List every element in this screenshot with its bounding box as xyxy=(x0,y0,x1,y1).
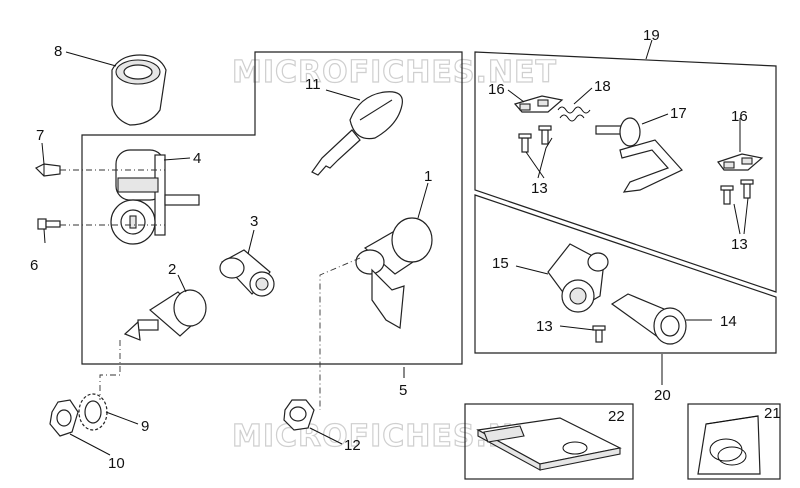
part-16-clip-right xyxy=(717,153,764,171)
callout-17: 17 xyxy=(670,105,687,122)
callout-15: 15 xyxy=(492,255,509,272)
part-15-helmet-lock xyxy=(547,243,609,313)
callout-21: 21 xyxy=(764,405,781,422)
part-7-screw xyxy=(34,163,61,177)
part-1-seat-lock xyxy=(355,217,433,329)
callout-5: 5 xyxy=(399,382,407,399)
part-6-screw xyxy=(37,218,61,230)
callouts: 8 7 4 6 11 3 2 1 5 9 10 12 19 16 18 17 1… xyxy=(30,27,781,472)
callout-13-upper-right: 13 xyxy=(731,236,748,253)
part-13-screws-upper-left xyxy=(518,125,552,153)
part-4-lock-body xyxy=(110,149,200,245)
leader-lines xyxy=(41,39,749,456)
saddle-latch-frame xyxy=(474,51,777,293)
manual-frame xyxy=(464,403,634,480)
helmet-lock-frame xyxy=(474,194,777,354)
part-18-spring xyxy=(557,106,591,122)
part-2-cylinder xyxy=(123,289,207,341)
lock-kit-frame xyxy=(81,51,463,365)
callout-2: 2 xyxy=(168,261,176,278)
part-22-manual xyxy=(476,417,622,471)
part-11-key xyxy=(311,91,403,176)
callout-12: 12 xyxy=(344,437,361,454)
callout-7: 7 xyxy=(36,127,44,144)
callout-1: 1 xyxy=(424,168,432,185)
callout-14: 14 xyxy=(720,313,737,330)
callout-16-right: 16 xyxy=(731,108,748,125)
callout-4: 4 xyxy=(193,150,201,167)
part-13-screw-lower xyxy=(592,325,606,343)
callout-10: 10 xyxy=(108,455,125,472)
callout-9: 9 xyxy=(141,418,149,435)
part-9-washer xyxy=(78,393,108,431)
part-13-screws-upper-right xyxy=(720,179,754,205)
callout-22: 22 xyxy=(608,408,625,425)
callout-11: 11 xyxy=(305,76,321,93)
callout-20: 20 xyxy=(654,387,671,404)
watermark-top: MICROFICHES.NET xyxy=(232,55,557,90)
callout-6: 6 xyxy=(30,257,38,274)
callout-13-upper-left: 13 xyxy=(531,180,548,197)
part-21-kit-bag xyxy=(697,415,761,475)
part-10-nut xyxy=(49,399,79,437)
part-8-bush xyxy=(111,54,167,126)
callout-13-lower: 13 xyxy=(536,318,553,335)
callout-8: 8 xyxy=(54,43,62,60)
callout-16-left: 16 xyxy=(488,81,505,98)
callout-19: 19 xyxy=(643,27,660,44)
part-14-bushing xyxy=(610,293,687,345)
part-16-clip-left xyxy=(513,95,564,113)
kit-frame xyxy=(687,403,781,480)
part-3-barrel xyxy=(219,249,275,297)
part-17-latch-hook xyxy=(595,117,683,193)
part-12-nut xyxy=(283,399,315,431)
assembly-lines xyxy=(60,169,361,410)
callout-3: 3 xyxy=(250,213,258,230)
callout-18: 18 xyxy=(594,78,611,95)
